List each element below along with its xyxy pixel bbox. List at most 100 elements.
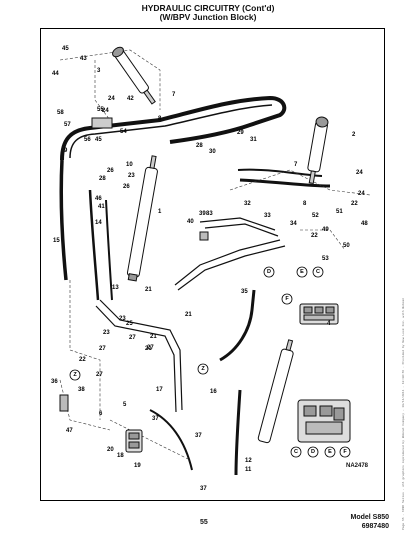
callout-25: 25 bbox=[126, 321, 133, 327]
port-label-d: D bbox=[263, 266, 275, 278]
callout-21: 21 bbox=[150, 334, 157, 340]
model-name: Model S850 bbox=[350, 514, 389, 521]
callout-31: 31 bbox=[250, 137, 257, 143]
callout-23: 23 bbox=[128, 173, 135, 179]
svg-text:D: D bbox=[311, 449, 315, 455]
callout-3: 3 bbox=[97, 68, 101, 74]
callout-4: 4 bbox=[327, 321, 331, 327]
callout-38: 38 bbox=[78, 387, 85, 393]
callout-16: 16 bbox=[210, 389, 217, 395]
tube-center-4 bbox=[204, 223, 279, 237]
valves bbox=[59, 117, 351, 453]
callout-9: 9 bbox=[64, 148, 68, 154]
tube-center-2 bbox=[177, 245, 286, 291]
hose-left-b bbox=[88, 189, 100, 301]
callout-7: 7 bbox=[172, 92, 176, 98]
hose-left-a bbox=[59, 159, 68, 281]
title-line: HYDRAULIC CIRCUITRY (Cont'd) bbox=[141, 3, 275, 13]
cylinders bbox=[112, 46, 329, 444]
tube-center-3 bbox=[199, 217, 276, 231]
callout-37: 37 bbox=[200, 486, 207, 492]
page-title: HYDRAULIC CIRCUITRY (Cont'd) (W/BPV Junc… bbox=[0, 4, 416, 22]
port-label-d: D bbox=[307, 446, 319, 458]
callout-21: 21 bbox=[145, 346, 152, 352]
callout-27: 27 bbox=[96, 372, 103, 378]
callout-50: 50 bbox=[343, 243, 350, 249]
callout-21: 21 bbox=[185, 312, 192, 318]
callout-32: 32 bbox=[244, 201, 251, 207]
tube-lower-2 bbox=[95, 305, 177, 413]
callout-28: 28 bbox=[196, 143, 203, 149]
callout-1: 1 bbox=[158, 209, 162, 215]
svg-text:E: E bbox=[300, 269, 304, 275]
hose-right-cylinder bbox=[239, 178, 331, 188]
callout-43: 43 bbox=[80, 56, 87, 62]
callout-22: 22 bbox=[311, 233, 318, 239]
hose-bottom-right bbox=[234, 389, 242, 476]
callout-7: 7 bbox=[294, 162, 298, 168]
fitting-small-2 bbox=[199, 231, 209, 241]
callout-24: 24 bbox=[102, 108, 109, 114]
callout-8: 8 bbox=[158, 116, 162, 122]
callout-27: 27 bbox=[147, 345, 154, 351]
callout-23: 23 bbox=[119, 316, 126, 322]
callout-55: 55 bbox=[97, 107, 104, 113]
hose-upper-loop-inner bbox=[69, 104, 273, 159]
callout-26: 26 bbox=[107, 168, 114, 174]
callout-33: 33 bbox=[264, 213, 271, 219]
callout-18: 18 bbox=[117, 453, 124, 459]
junction-block-detail bbox=[297, 399, 351, 443]
callout-8: 8 bbox=[303, 201, 307, 207]
callout-22: 22 bbox=[79, 357, 86, 363]
callout-13: 13 bbox=[112, 285, 119, 291]
callout-11: 11 bbox=[245, 467, 252, 473]
valve-block-lower-left bbox=[125, 429, 143, 453]
hoses bbox=[59, 95, 331, 476]
callout-45: 45 bbox=[62, 46, 69, 52]
svg-text:Z: Z bbox=[73, 372, 77, 378]
tube-lower-1 bbox=[99, 299, 183, 411]
callout-37: 37 bbox=[195, 433, 202, 439]
callout-46: 46 bbox=[95, 196, 102, 202]
callout-48: 48 bbox=[361, 221, 368, 227]
port-label-z: Z bbox=[197, 363, 209, 375]
page-number: 55 bbox=[200, 519, 208, 526]
svg-text:D: D bbox=[267, 269, 271, 275]
callout-57: 57 bbox=[64, 122, 71, 128]
callout-44: 44 bbox=[52, 71, 59, 77]
bracket-upper-left bbox=[91, 117, 113, 129]
tilt-cylinder-right-lower bbox=[257, 339, 294, 444]
svg-text:C: C bbox=[294, 449, 298, 455]
port-label-e: E bbox=[324, 446, 336, 458]
drawing-number: NA2478 bbox=[345, 463, 368, 469]
callout-58: 58 bbox=[57, 110, 64, 116]
callout-26: 26 bbox=[123, 184, 130, 190]
callout-24: 24 bbox=[358, 191, 365, 197]
callout-12: 12 bbox=[245, 458, 252, 464]
port-label-c: C bbox=[290, 446, 302, 458]
side-note: Page 55 - 6986 Series - All graphics rep… bbox=[402, 297, 405, 530]
callout-83: 83 bbox=[206, 211, 213, 217]
model-block: Model S850 6987480 bbox=[350, 513, 389, 531]
tube-center-1 bbox=[174, 239, 281, 286]
callout-42: 42 bbox=[127, 96, 134, 102]
svg-text:E: E bbox=[328, 449, 332, 455]
callout-40: 40 bbox=[187, 219, 194, 225]
part-number: 6987480 bbox=[361, 523, 389, 530]
port-label-c: C bbox=[312, 266, 324, 278]
port-label-e: E bbox=[296, 266, 308, 278]
callout-39: 39 bbox=[199, 211, 206, 217]
callout-14: 14 bbox=[95, 220, 102, 226]
hose-lower-right bbox=[219, 289, 256, 362]
callout-56: 56 bbox=[84, 137, 91, 143]
callout-49: 49 bbox=[322, 227, 329, 233]
subtitle-line: (W/BPV Junction Block) bbox=[159, 12, 257, 22]
fitting-small-1 bbox=[59, 394, 69, 412]
callout-24: 24 bbox=[108, 96, 115, 102]
svg-text:Z: Z bbox=[201, 366, 205, 372]
callout-52: 52 bbox=[312, 213, 319, 219]
port-label-f: F bbox=[281, 293, 293, 305]
callout-29: 29 bbox=[237, 130, 244, 136]
